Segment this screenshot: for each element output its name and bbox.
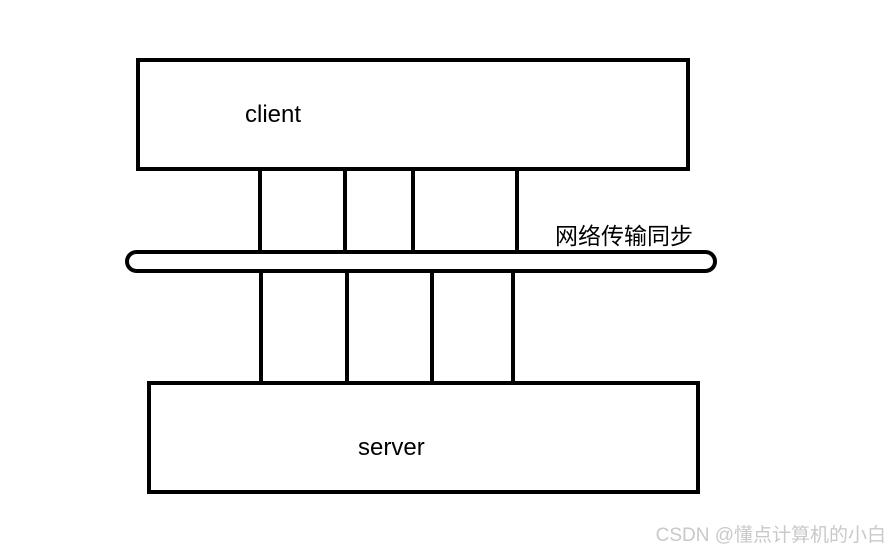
csdn-watermark: CSDN @懂点计算机的小白 xyxy=(655,525,886,546)
client-box-label: client xyxy=(245,101,302,128)
network-bus-bar xyxy=(125,250,717,273)
server-box-label: server xyxy=(358,434,425,461)
server-box xyxy=(147,381,700,494)
connector-line-top-4 xyxy=(515,168,519,254)
network-bus-label: 网络传输同步 xyxy=(555,223,693,249)
connector-line-top-1 xyxy=(258,168,262,254)
connector-line-top-2 xyxy=(343,168,347,254)
client-box xyxy=(136,58,690,171)
connector-line-top-3 xyxy=(411,168,415,254)
connector-line-bottom-1 xyxy=(259,269,263,383)
connector-line-bottom-4 xyxy=(511,269,515,383)
connector-line-bottom-3 xyxy=(430,269,434,383)
connector-line-bottom-2 xyxy=(345,269,349,383)
